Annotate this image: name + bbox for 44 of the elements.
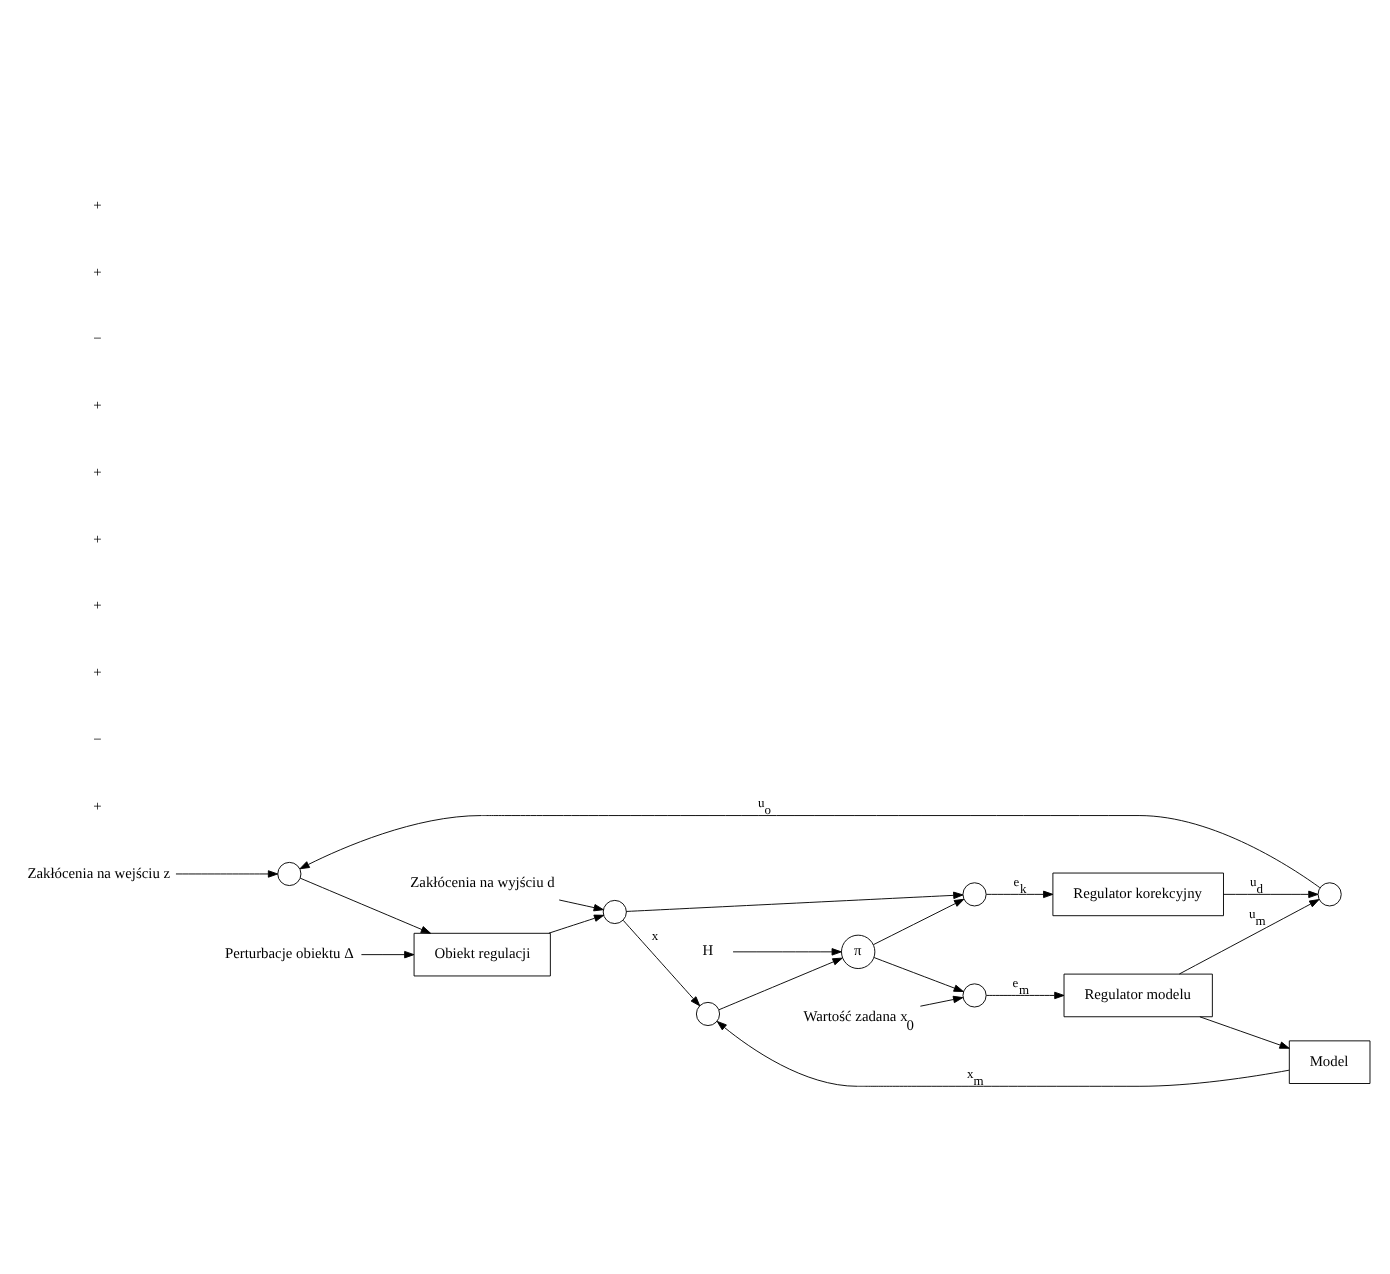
arrow — [1199, 1015, 1290, 1048]
label: + — [93, 194, 102, 213]
arrow — [985, 990, 1065, 999]
arrow — [1178, 898, 1320, 974]
label: + — [93, 461, 102, 480]
label: + — [93, 395, 102, 414]
node-circle — [1317, 881, 1342, 906]
arrow — [985, 889, 1054, 898]
node-text: Zakłócenia na wejściu z — [27, 862, 171, 881]
node-circle — [962, 982, 987, 1007]
arrow — [732, 947, 842, 955]
node-box: Regulator korekcyjny — [1052, 871, 1224, 916]
label: + — [93, 662, 102, 681]
node-text: Zakłócenia na wyjściu d — [410, 871, 555, 890]
arrow — [558, 898, 604, 911]
node-circle: π — [841, 933, 876, 968]
arrow — [718, 956, 843, 1010]
arrow — [716, 1019, 1290, 1086]
arrow — [175, 869, 279, 877]
label: + — [93, 595, 102, 614]
node-circle — [962, 881, 987, 906]
label: + — [93, 261, 102, 280]
arrow — [299, 814, 1321, 888]
label: − — [93, 328, 102, 347]
arrow — [360, 949, 415, 958]
label: − — [93, 728, 102, 747]
node-box: Model — [1288, 1039, 1371, 1083]
node-text: Perturbacje obiektu Δ — [224, 943, 354, 962]
arrow — [872, 897, 965, 945]
label: + — [93, 528, 102, 547]
arrow — [548, 913, 605, 933]
node-box: Regulator modelu — [1063, 972, 1213, 1017]
arrow — [1223, 889, 1319, 898]
node-circle — [602, 898, 627, 924]
arrow — [625, 890, 964, 911]
node-circle — [277, 860, 302, 886]
arrow — [873, 956, 964, 991]
node-text: H — [702, 940, 714, 959]
arrow — [919, 994, 964, 1006]
arrow — [299, 876, 431, 933]
node-box: Obiekt regulacji — [413, 931, 551, 976]
label: + — [93, 795, 102, 814]
node-circle — [695, 1000, 721, 1026]
arrow — [622, 918, 701, 1006]
